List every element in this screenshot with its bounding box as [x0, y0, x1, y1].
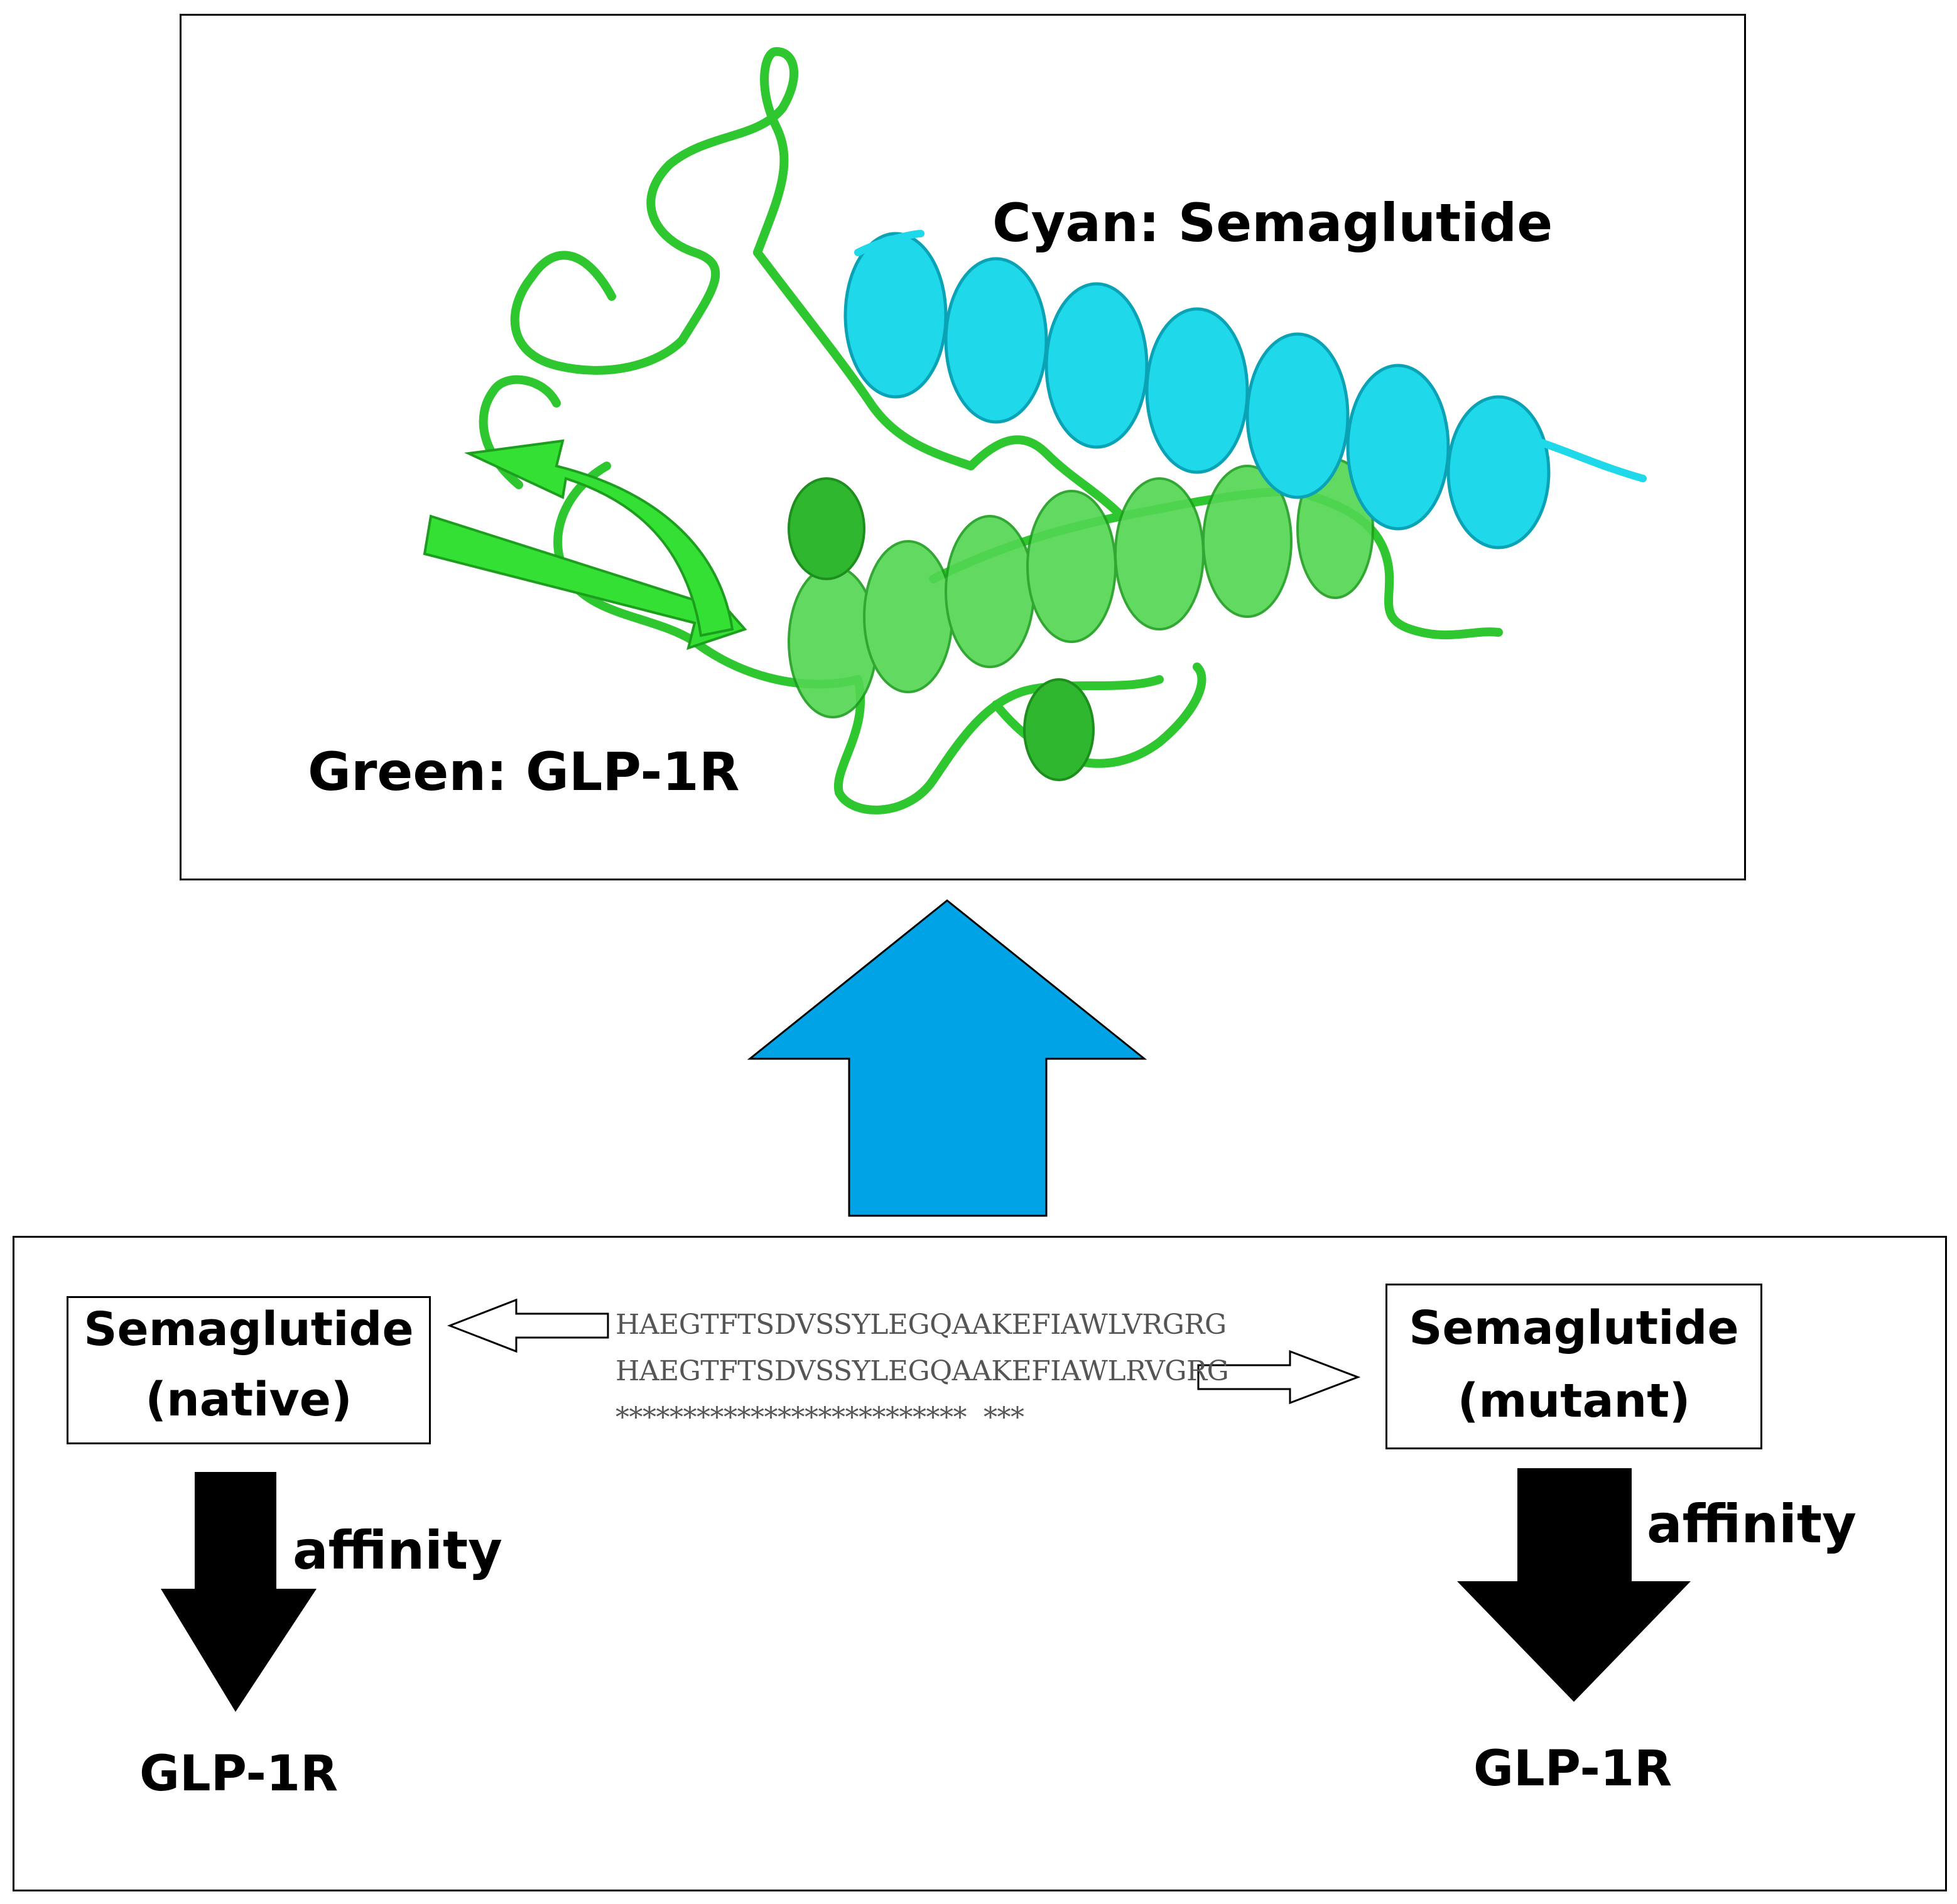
right-target-label: GLP-1R: [1473, 1741, 1672, 1797]
left-target-label: GLP-1R: [139, 1746, 339, 1802]
native-sequence: HAEGTFTSDVSSYLEGQAAKEFIAWLVRGRG: [615, 1309, 1227, 1341]
mutant-box-subtitle: (mutant): [1457, 1374, 1691, 1428]
glp1r-small-helix: [788, 477, 1095, 781]
glp1r-helix: [788, 458, 1374, 718]
glp1r-color-label: Green: GLP-1R: [308, 741, 740, 803]
left-down-arrow: [161, 1472, 317, 1712]
semaglutide-color-label: Cyan: Semaglutide: [992, 192, 1553, 254]
right-hollow-arrow: [1197, 1350, 1360, 1405]
left-hollow-arrow: [447, 1298, 609, 1353]
glp1r-beta-strands: [423, 439, 747, 651]
mutant-box-title: Semaglutide: [1409, 1301, 1739, 1355]
right-affinity-label: affinity: [1647, 1493, 1857, 1555]
native-semaglutide-box: [67, 1296, 431, 1444]
right-down-arrow: [1457, 1468, 1691, 1702]
native-box-title: Semaglutide: [84, 1302, 414, 1356]
mutant-semaglutide-box: [1385, 1284, 1762, 1449]
protein-structure-illustration: [423, 47, 1647, 814]
up-arrow: [747, 899, 1147, 1217]
semaglutide-termini: [854, 230, 1647, 482]
semaglutide-helix: [843, 232, 1551, 549]
native-box-subtitle: (native): [145, 1373, 352, 1427]
left-affinity-label: affinity: [293, 1520, 502, 1581]
conservation-line: ************************** ***: [615, 1402, 1024, 1434]
mutant-sequence: HAEGTFTSDVSSYLEGQAAKEFIAWLRVGRG: [615, 1355, 1229, 1387]
